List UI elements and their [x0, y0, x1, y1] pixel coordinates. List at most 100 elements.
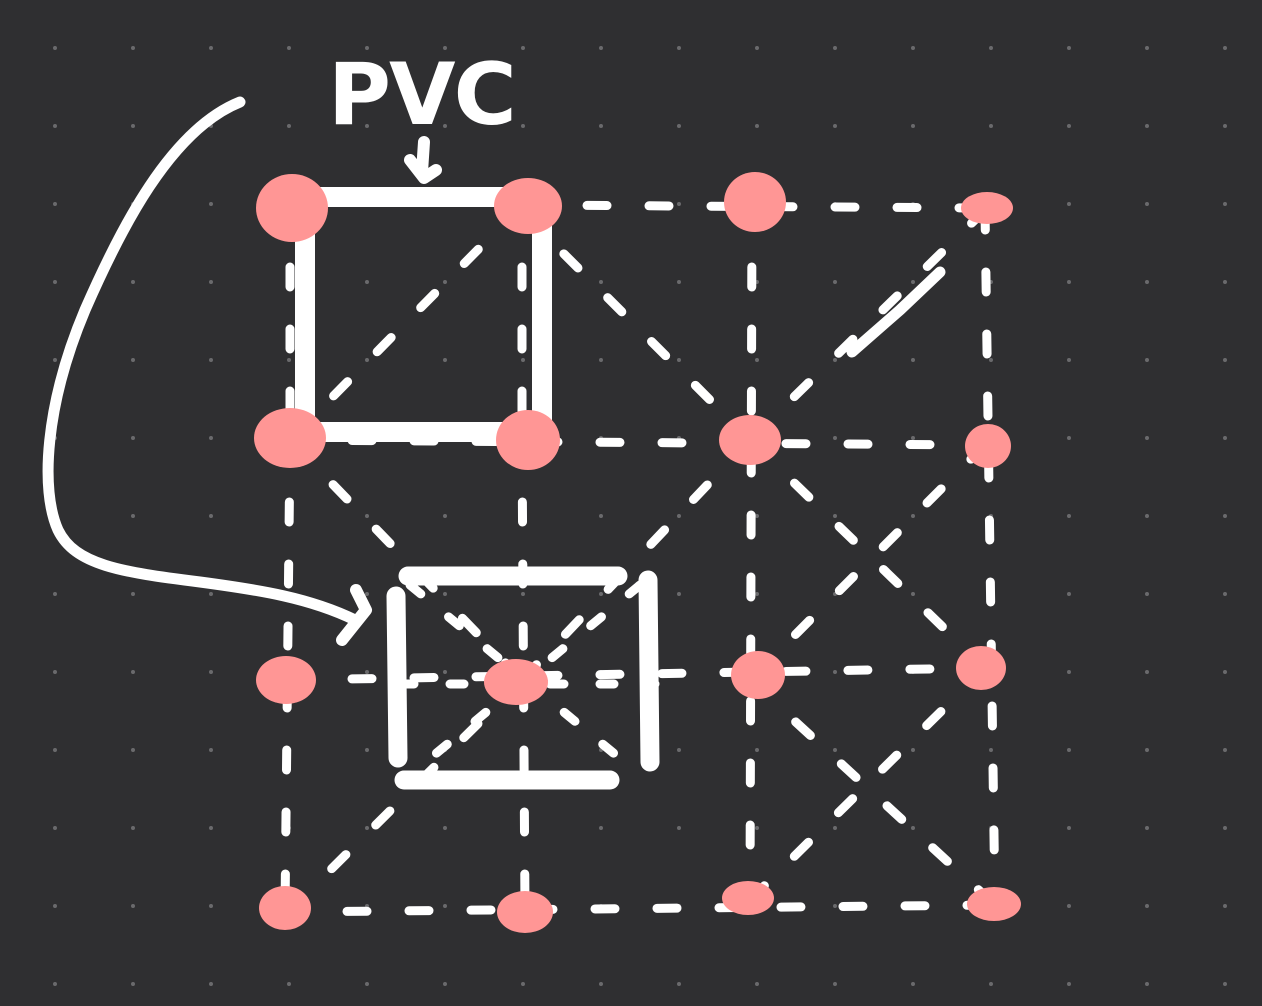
grid-dot — [209, 202, 213, 206]
grid-dot — [131, 280, 135, 284]
grid-dot — [521, 358, 525, 362]
grid-dot — [443, 358, 447, 362]
grid-dot — [599, 982, 603, 986]
grid-dot — [131, 670, 135, 674]
pvc-down-arrow — [404, 136, 442, 184]
grid-dot — [833, 904, 837, 908]
node[interactable] — [254, 408, 326, 468]
grid-dot — [1145, 358, 1149, 362]
highlight-square-center[interactable] — [386, 566, 660, 790]
grid-dot — [1223, 592, 1227, 596]
dash-line — [285, 435, 990, 450]
dash-line — [280, 900, 1000, 917]
grid-dot — [1067, 514, 1071, 518]
grid-dot — [209, 904, 213, 908]
dashed-connections — [280, 200, 1000, 917]
grid-dot — [989, 358, 993, 362]
grid-dot — [1145, 124, 1149, 128]
node[interactable] — [731, 651, 785, 699]
node[interactable] — [722, 881, 774, 915]
node[interactable] — [497, 891, 553, 933]
grid-dot — [443, 280, 447, 284]
node[interactable] — [719, 415, 781, 465]
dash-line — [280, 435, 295, 915]
grid-dot — [131, 514, 135, 518]
dash-line — [745, 675, 1000, 910]
node[interactable] — [494, 178, 562, 234]
grid-dot — [989, 46, 993, 50]
grid-dot — [53, 592, 57, 596]
grid-dot — [287, 124, 291, 128]
grid-dot — [443, 514, 447, 518]
grid-dot — [911, 826, 915, 830]
grid-dot — [209, 358, 213, 362]
grid-dot — [131, 592, 135, 596]
grid-dot — [53, 358, 57, 362]
grid-dot — [443, 46, 447, 50]
grid-dot — [755, 514, 759, 518]
grid-dot — [1223, 202, 1227, 206]
grid-dot — [209, 592, 213, 596]
grid-dot — [1145, 826, 1149, 830]
grid-dot — [1067, 748, 1071, 752]
grid-dot — [1145, 46, 1149, 50]
grid-dot — [989, 124, 993, 128]
grid-dot — [1223, 904, 1227, 908]
dash-line — [745, 200, 757, 905]
nodes — [254, 172, 1021, 933]
grid-dot — [599, 46, 603, 50]
grid-dot — [131, 904, 135, 908]
grid-dots — [53, 46, 1227, 986]
node[interactable] — [967, 887, 1021, 921]
grid-dot — [677, 748, 681, 752]
node[interactable] — [724, 172, 786, 232]
grid-dot — [677, 46, 681, 50]
grid-dot — [443, 904, 447, 908]
grid-dot — [521, 124, 525, 128]
grid-dot — [1223, 46, 1227, 50]
grid-dot — [1223, 358, 1227, 362]
grid-dot — [365, 514, 369, 518]
node[interactable] — [256, 656, 316, 704]
grid-dot — [1145, 202, 1149, 206]
grid-dot — [911, 748, 915, 752]
grid-dot — [1145, 280, 1149, 284]
grid-dot — [1223, 982, 1227, 986]
grid-dot — [131, 46, 135, 50]
grid-dot — [209, 826, 213, 830]
grid-dot — [365, 982, 369, 986]
node[interactable] — [259, 886, 311, 930]
node[interactable] — [965, 424, 1011, 468]
grid-dot — [1223, 514, 1227, 518]
grid-dot — [1067, 124, 1071, 128]
grid-dot — [677, 280, 681, 284]
grid-dot — [287, 46, 291, 50]
node[interactable] — [256, 174, 328, 242]
dash-line — [980, 205, 1000, 910]
node[interactable] — [496, 410, 560, 470]
dash-line — [285, 675, 527, 915]
node[interactable] — [961, 192, 1013, 224]
grid-dot — [1223, 826, 1227, 830]
grid-dot — [1067, 46, 1071, 50]
dash-line — [517, 435, 755, 685]
grid-dot — [911, 358, 915, 362]
grid-dot — [365, 358, 369, 362]
grid-dot — [209, 280, 213, 284]
grid-dot — [1145, 514, 1149, 518]
grid-dot — [1145, 670, 1149, 674]
grid-dot — [53, 670, 57, 674]
solid-strokes — [42, 96, 946, 790]
grid-dot — [677, 514, 681, 518]
grid-dot — [833, 358, 837, 362]
dash-line — [745, 663, 990, 905]
grid-dot — [677, 982, 681, 986]
node[interactable] — [484, 659, 548, 705]
highlight-square-top[interactable] — [295, 187, 552, 442]
grid-dot — [1067, 358, 1071, 362]
node[interactable] — [956, 646, 1006, 690]
grid-dot — [833, 670, 837, 674]
grid-dot — [755, 592, 759, 596]
grid-dot — [365, 46, 369, 50]
